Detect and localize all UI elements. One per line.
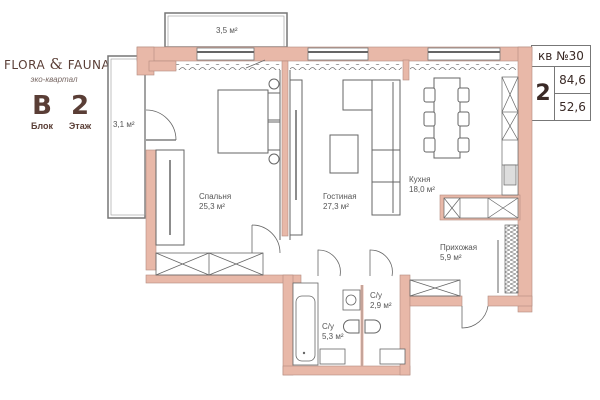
room-area: 5,9 м²	[440, 253, 462, 262]
toilets	[343, 319, 381, 334]
room-bathroom-1: С/у 5,3 м²	[322, 322, 344, 342]
block-value: B	[32, 91, 52, 121]
sinks	[319, 348, 406, 365]
room-hallway: Прихожая 5,9 м²	[440, 243, 477, 263]
room-name: Гостиная	[323, 192, 357, 201]
apartment-number: кв №30	[532, 46, 590, 67]
bedroom-door[interactable]	[251, 224, 281, 254]
room-bathroom-2: С/у 2,9 м²	[370, 291, 392, 311]
living-area: 52,6	[559, 100, 586, 114]
hallway-wardrobe	[504, 224, 519, 294]
partitions	[155, 70, 303, 246]
balcony-door-top[interactable]	[245, 59, 266, 69]
washing-machine	[342, 289, 361, 311]
bathroom1-door[interactable]	[317, 249, 341, 277]
block-label: Блок	[30, 121, 54, 131]
balcony-door-left[interactable]	[145, 109, 177, 141]
brand-title-right: FAUNA	[67, 58, 111, 72]
curtain-living	[290, 64, 402, 70]
balcony-top	[164, 12, 288, 48]
brand-subtitle: эко-квартал	[30, 75, 78, 84]
balcony-top-area: 3,5 м²	[216, 26, 238, 35]
room-area: 25,3 м²	[199, 202, 225, 211]
room-name: С/у	[322, 322, 334, 331]
room-area: 18,0 м²	[409, 185, 435, 194]
windows	[196, 47, 501, 61]
floor-indicator: 2 Этаж	[62, 93, 98, 131]
kitchen-cabinets	[443, 76, 519, 219]
room-area: 2,9 м²	[370, 301, 392, 310]
bathtub	[292, 282, 319, 366]
room-name: С/у	[370, 291, 382, 300]
room-area: 5,3 м²	[322, 332, 344, 341]
room-living: Гостиная 27,3 м²	[323, 192, 357, 212]
balcony-left	[107, 55, 146, 219]
room-kitchen: Кухня 18,0 м²	[409, 175, 435, 195]
bedroom-wardrobe	[155, 252, 264, 276]
entrance-door[interactable]	[461, 305, 489, 329]
room-name: Спальня	[199, 192, 232, 201]
room-bedroom: Спальня 25,3 м²	[199, 192, 231, 212]
brand-title-left: FLORA	[4, 58, 46, 72]
brand-title: FLORA & FAUNA	[4, 55, 110, 73]
total-area: 84,6	[555, 67, 590, 94]
sofa	[342, 79, 401, 216]
dining-table	[423, 77, 470, 159]
floor-value: 2	[70, 91, 90, 121]
floor-label: Этаж	[68, 121, 92, 131]
coffee-table	[329, 134, 359, 174]
hallway-closet	[409, 279, 461, 297]
brand-logo: FLORA & FAUNA эко-квартал	[4, 55, 110, 84]
bed	[217, 78, 281, 165]
balcony-left-area: 3,1 м²	[113, 120, 135, 129]
curtain-bedroom	[176, 64, 280, 70]
brand-ampersand: &	[49, 55, 64, 73]
room-name: Кухня	[409, 175, 431, 184]
room-name: Прихожая	[440, 243, 478, 252]
curtain-kitchen	[410, 64, 516, 70]
block-indicator: B Блок	[28, 93, 56, 131]
room-area: 27,3 м²	[323, 202, 349, 211]
room-count: 2	[532, 67, 555, 120]
bathroom2-door[interactable]	[369, 249, 393, 277]
